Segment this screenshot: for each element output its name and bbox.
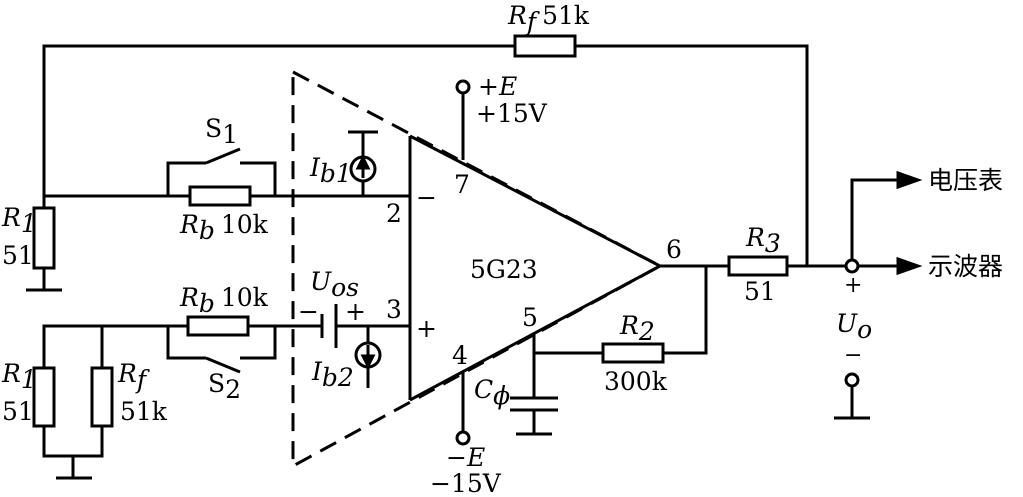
resistor-r1-bottom <box>32 366 56 428</box>
r1-bottom-label: R1 <box>1 359 37 394</box>
resistor-rb-top <box>188 185 252 207</box>
r1-top-value: 51 <box>2 241 34 270</box>
opamp-minus: − <box>416 183 437 212</box>
s2-label: S2 <box>208 369 241 404</box>
uo-minus: − <box>844 343 862 368</box>
pin-2-label: 2 <box>386 199 402 228</box>
s1-label: S1 <box>205 114 238 149</box>
switch-s1 <box>205 147 241 165</box>
compensation-network: 5 Cϕ R2 300k <box>474 266 708 436</box>
output-oscilloscope-label: 示波器 <box>928 252 1003 281</box>
pin-6-label: 6 <box>666 235 682 264</box>
supply-pos-value: +15V <box>476 99 548 128</box>
ib2-label: Ib2 <box>311 357 354 392</box>
pin-5-label: 5 <box>522 303 538 332</box>
r2-label: R2 <box>619 311 655 346</box>
uos-label: Uos <box>310 267 359 302</box>
resistor-rf-bottom <box>90 366 114 428</box>
output-voltmeter-label: 电压表 <box>928 166 1003 195</box>
r1-bottom-value: 51 <box>2 397 34 426</box>
uos-minus: − <box>298 297 319 326</box>
output-network: 6 R3 51 + Uo − 电压表 示波器 <box>660 166 1003 420</box>
opamp-name: 5G23 <box>470 255 538 284</box>
resistor-rb-bottom <box>186 315 250 337</box>
resistor-rf-top <box>513 34 577 58</box>
positive-supply: +E +15V 7 <box>454 72 548 199</box>
resistor-r3 <box>727 255 789 277</box>
r1-top-label: R1 <box>1 203 37 238</box>
negative-supply: −E −15V 4 <box>430 341 502 497</box>
resistor-r1-top <box>32 206 56 270</box>
cphi-label: Cϕ <box>474 375 510 410</box>
ib1-current-source: Ib1 <box>309 130 378 196</box>
supply-pos-symbol: +E <box>478 72 517 101</box>
ib2-current-source: Ib2 <box>311 326 382 392</box>
supply-neg-symbol: −E <box>446 443 485 472</box>
r3-label: R3 <box>745 223 781 258</box>
switch-s2 <box>205 356 241 374</box>
uo-plus: + <box>844 273 862 298</box>
supply-neg-value: −15V <box>430 469 502 497</box>
pin-3-label: 3 <box>386 295 402 324</box>
uos-plus: + <box>345 297 366 326</box>
r3-value: 51 <box>744 277 776 306</box>
r1-top-branch: R1 51 <box>1 196 62 292</box>
r2-value: 300k <box>604 367 668 396</box>
pin-4-label: 4 <box>452 341 468 370</box>
ib1-label: Ib1 <box>309 153 352 188</box>
uo-label: Uo <box>836 309 872 344</box>
bottom-left-network: R1 51 Rf 51k <box>1 359 168 480</box>
pin-7-label: 7 <box>454 170 470 199</box>
resistor-r2 <box>601 342 665 364</box>
rf-bottom-value: 51k <box>120 397 168 426</box>
opamp-plus: + <box>416 314 437 343</box>
rf-bottom-label: Rf <box>117 359 150 394</box>
